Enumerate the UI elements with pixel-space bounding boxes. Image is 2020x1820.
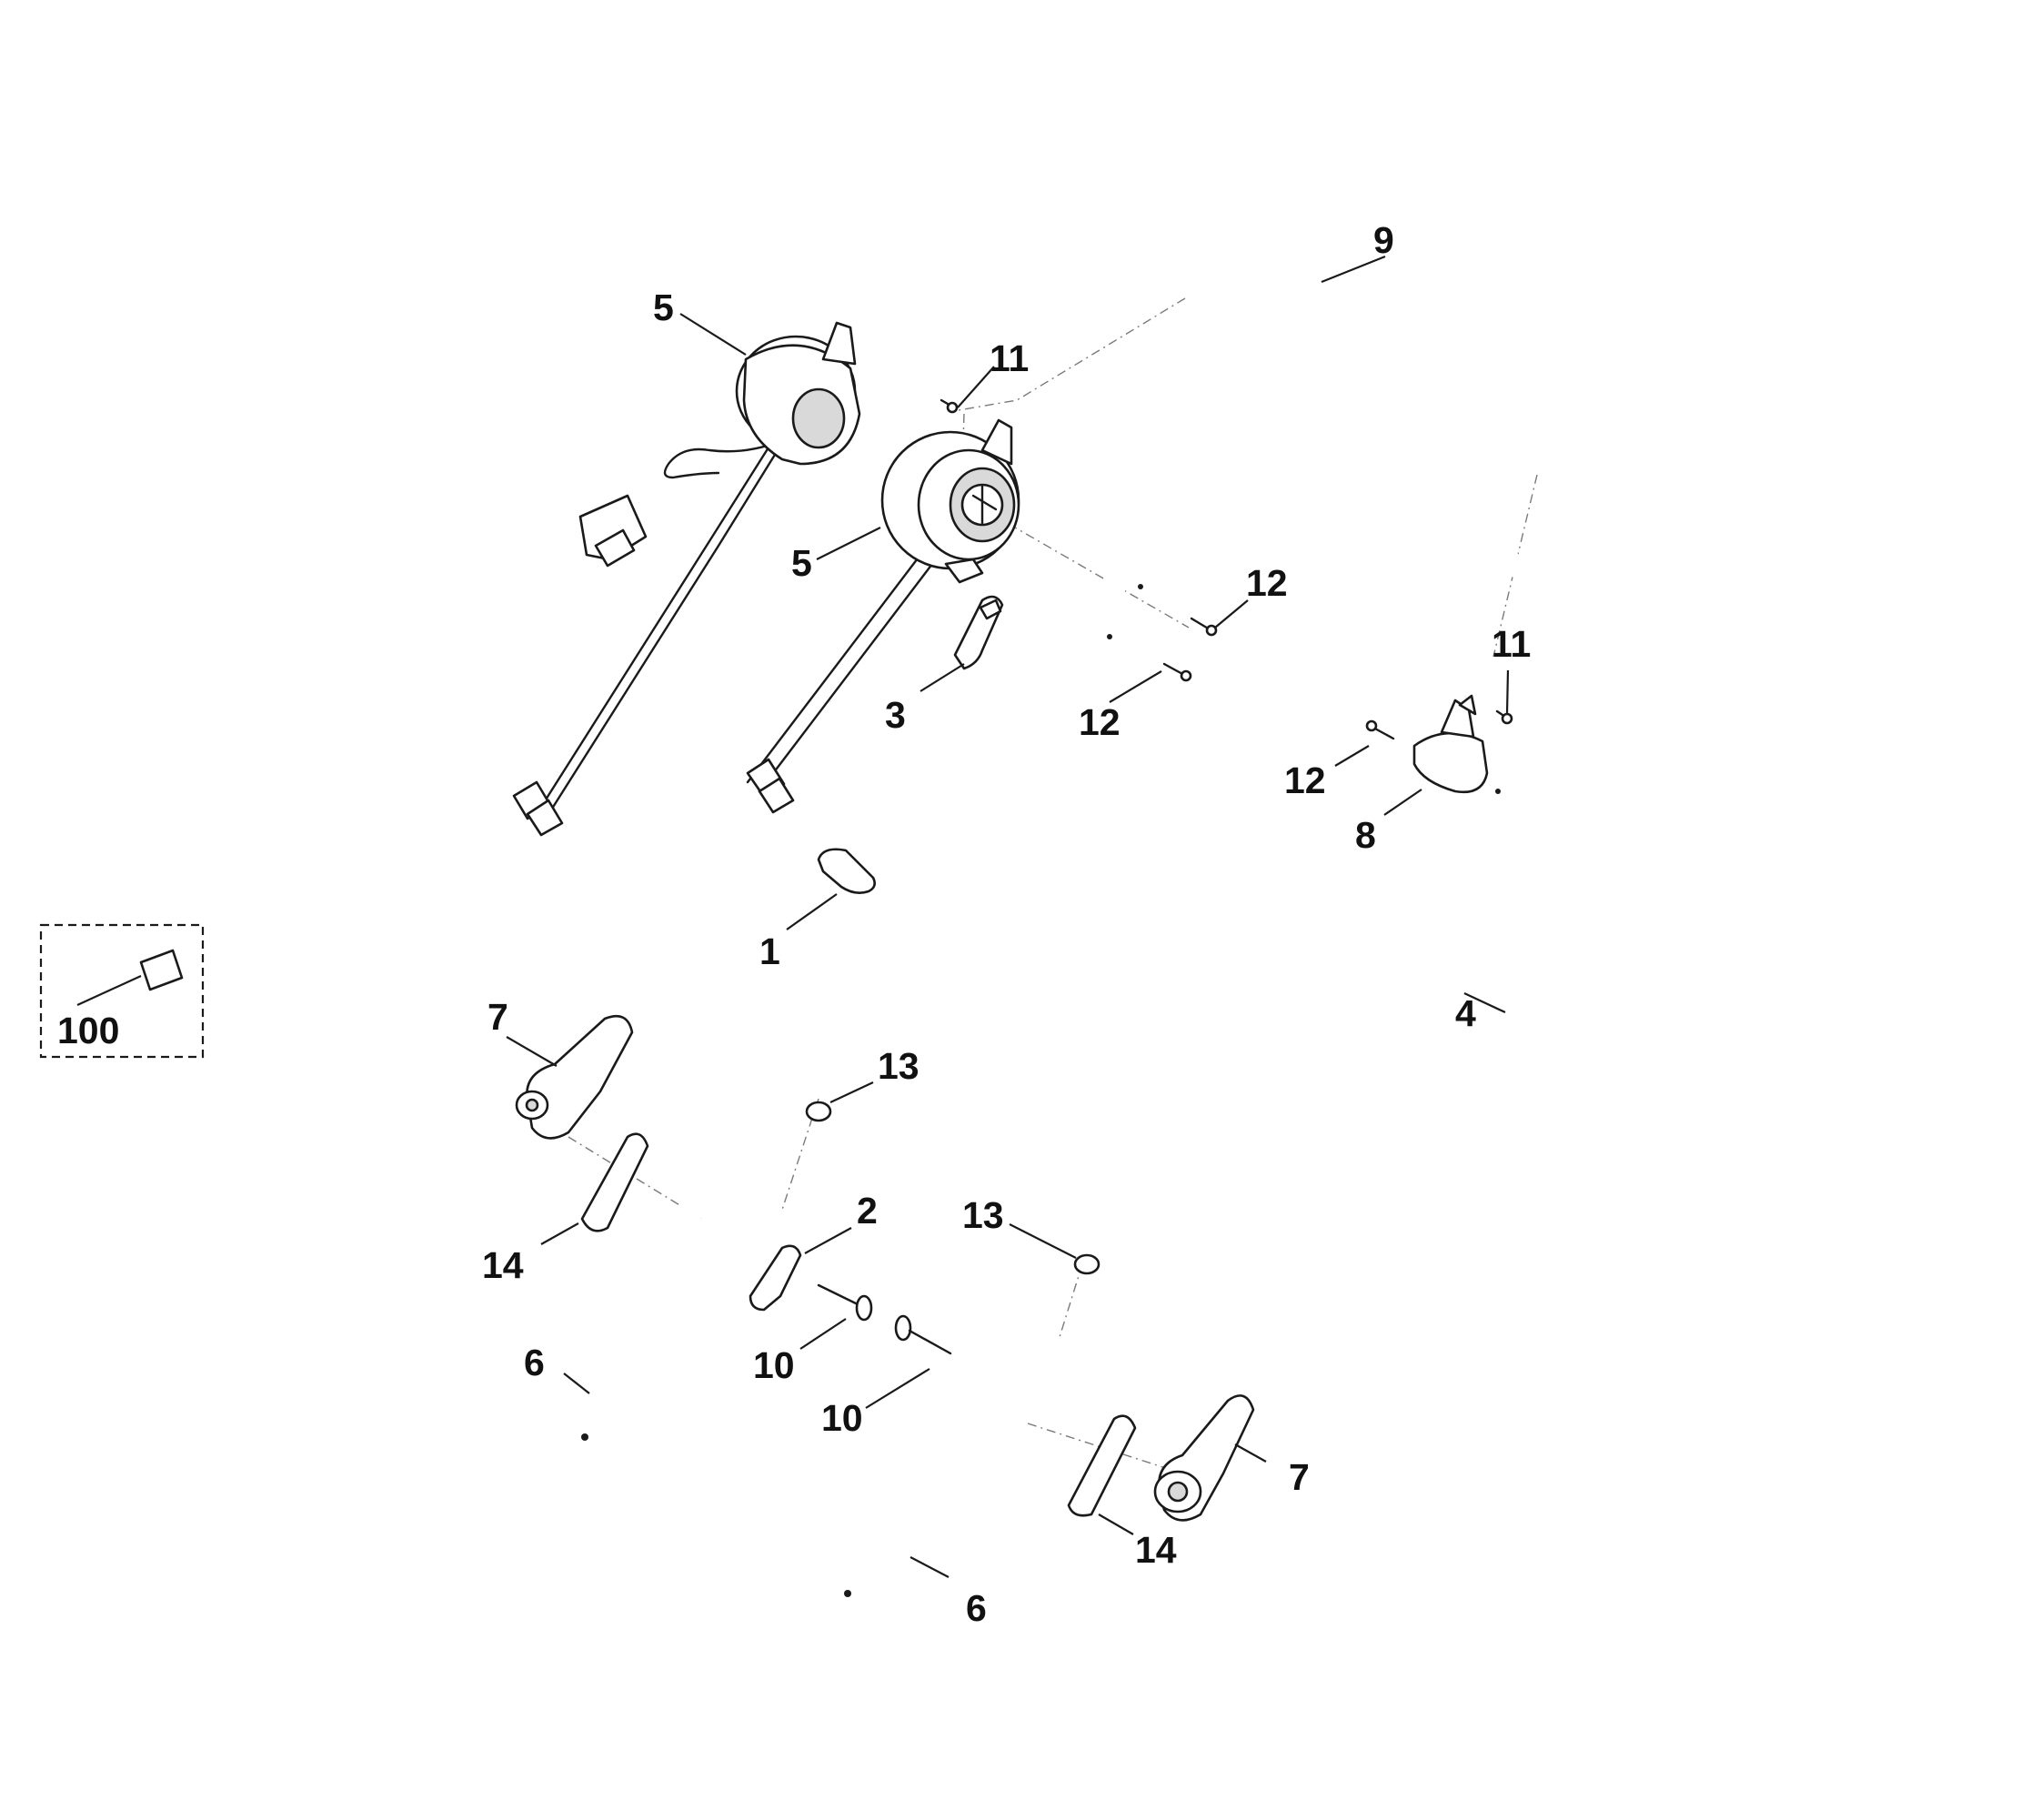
callout-7-left: 7 (487, 996, 508, 1038)
assembly-dash-lines (568, 297, 1538, 1474)
handle-hole-3 (1495, 789, 1501, 794)
switch-box-lower (746, 418, 1020, 814)
part-12-screws (1162, 617, 1395, 740)
callout-12-middle: 12 (1079, 701, 1121, 743)
callout-11-right: 11 (1492, 623, 1531, 665)
lower-handle-tube-left (547, 1167, 789, 1666)
tube-sleeve-left (653, 1076, 793, 1262)
part-11-screws (940, 398, 1513, 725)
callout-14-left: 14 (482, 1244, 524, 1286)
handle-hole-1 (1138, 584, 1143, 589)
part-2-bracket (749, 1244, 802, 1312)
callout-1: 1 (759, 930, 780, 972)
callout-4: 4 (1455, 992, 1476, 1034)
callout-6-left: 6 (524, 1342, 545, 1383)
part-8-switch (1412, 694, 1489, 794)
handle-hole-2 (1107, 634, 1112, 639)
callout-6-right: 6 (966, 1587, 987, 1629)
part-10-bolts (817, 1283, 952, 1355)
callout-12-top: 12 (1246, 562, 1288, 604)
callout-8: 8 (1355, 814, 1376, 856)
part-14-cam-left (580, 1132, 649, 1232)
callout-13-right: 13 (962, 1194, 1004, 1236)
switch-box-upper (512, 321, 861, 837)
callout-11-upper: 11 (990, 337, 1029, 379)
callout-100: 100 (57, 1010, 119, 1051)
part-1-cable-clip (817, 848, 876, 894)
part-3-clip (953, 595, 1004, 670)
callout-7-right: 7 (1289, 1456, 1310, 1498)
callout-9: 9 (1373, 219, 1394, 261)
leader-lines (76, 255, 1510, 1578)
part-14-cam-right (1067, 1414, 1137, 1517)
callout-5-upper: 5 (653, 287, 674, 328)
lower-handle-tube-right (812, 1322, 1050, 1820)
part-13-plugs (805, 1101, 1100, 1275)
tube-hole (581, 1433, 588, 1441)
callout-2: 2 (857, 1190, 878, 1232)
callout-13-left: 13 (878, 1045, 920, 1087)
callout-10-upper: 10 (753, 1344, 795, 1386)
callout-3: 3 (885, 694, 906, 736)
upper-handle-tube (712, 391, 1565, 1357)
callout-10-lower: 10 (821, 1397, 863, 1439)
top-control-bar (1181, 186, 1562, 478)
part-7-lever-right (1153, 1394, 1255, 1522)
callout-5-lower: 5 (791, 542, 812, 584)
part-7-lever-left (515, 1014, 634, 1140)
kit-100-box (39, 923, 205, 1059)
callout-14-right: 14 (1135, 1529, 1177, 1571)
callout-12-right: 12 (1284, 759, 1326, 801)
callout-labels: 5 11 9 5 12 11 12 3 12 8 1 4 7 13 100 14… (57, 219, 1531, 1629)
tube-hole (844, 1590, 851, 1597)
